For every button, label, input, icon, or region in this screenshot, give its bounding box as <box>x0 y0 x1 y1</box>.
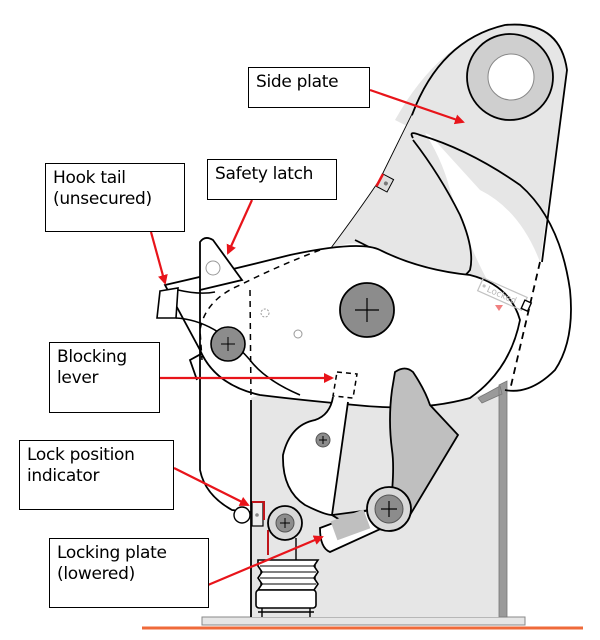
hook-hidden-line-3 <box>249 289 252 401</box>
eye-hole <box>487 53 535 101</box>
callout-lock-position-indicator: Lock position indicator <box>19 440 174 510</box>
main-pivot-pin <box>339 282 395 338</box>
bellows-base <box>255 589 317 609</box>
callout-side-plate: Side plate <box>248 67 370 108</box>
callout-locking-plate: Locking plate (lowered) <box>49 538 209 608</box>
blocking-lever-top <box>332 371 358 399</box>
safety-latch-shape <box>199 237 244 292</box>
side-plate-indicator <box>375 173 395 193</box>
callout-hook-tail: Hook tail (unsecured) <box>45 163 185 232</box>
latch-hole <box>205 260 221 276</box>
lock-indicator-red <box>252 501 269 555</box>
bellows-foot <box>258 608 314 617</box>
locked-marker <box>495 305 503 311</box>
callout-blocking-lever: Blocking lever <box>49 342 160 413</box>
hook-tail-link <box>175 289 301 396</box>
right-post <box>477 380 508 618</box>
hook-throat <box>410 132 572 392</box>
hook-tail-shape <box>156 287 179 319</box>
indicator-roller <box>233 506 251 524</box>
small-hole-2 <box>293 329 303 339</box>
arrow-side-plate <box>369 88 465 125</box>
blocking-lever-cam <box>282 396 349 516</box>
hook-body <box>163 245 521 409</box>
arrow-safety-latch <box>226 199 254 255</box>
locked-hook-tab <box>520 299 533 313</box>
lock-indicator-dot <box>255 513 259 517</box>
arm-pivot-pin <box>366 486 412 532</box>
bellows-spring <box>256 559 320 591</box>
tail-pivot-pin <box>210 326 246 362</box>
hook-hidden-line <box>509 261 541 391</box>
base-plate <box>201 616 526 626</box>
hook-hidden-line-2 <box>199 249 321 361</box>
blocking-lever-pin <box>315 432 331 448</box>
plunger-roller <box>267 505 303 541</box>
left-plate <box>199 290 252 513</box>
arrow-locking-plate <box>207 535 324 587</box>
small-hole-1 <box>260 308 270 318</box>
arrow-lock-position-indicator <box>173 467 250 506</box>
arrow-hook-tail <box>149 231 168 285</box>
callout-safety-latch: Safety latch <box>207 159 337 200</box>
locking-plate-shade <box>330 509 371 541</box>
